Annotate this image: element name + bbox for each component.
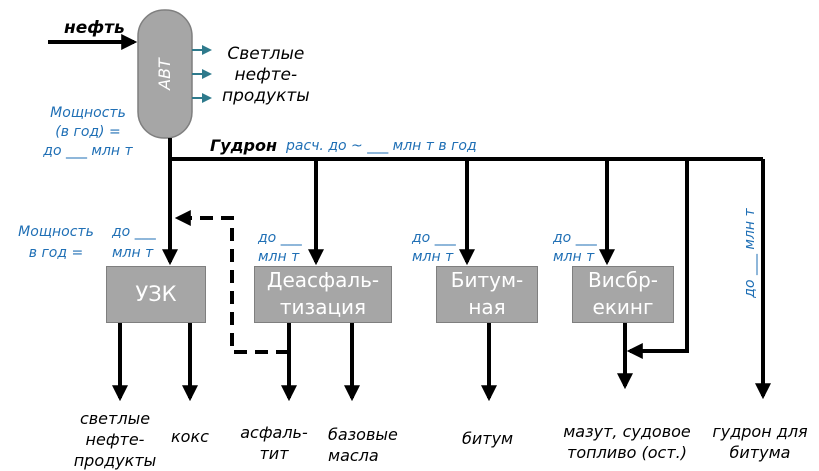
light-products-line-2: нефте- bbox=[234, 65, 298, 85]
light-products-label: Светлые нефте- продукты bbox=[222, 44, 310, 107]
output-light-products: светлые нефте- продукты bbox=[60, 408, 170, 471]
avt-capacity-line-1: Мощность bbox=[50, 105, 126, 121]
bitumen-capacity: до ___ млн т bbox=[412, 229, 456, 267]
visbreaking-capacity: до ___ млн т bbox=[553, 229, 597, 267]
unit-deasphalting: Деасфаль- тизация bbox=[254, 266, 392, 323]
output-light-products-3: продукты bbox=[73, 451, 157, 470]
output-bitumen: битум bbox=[462, 429, 514, 448]
output-gudron-for-bitumen-2: битума bbox=[729, 443, 791, 462]
output-asphaltite: асфаль- тит bbox=[232, 422, 316, 464]
uzk-capacity-left-1: Мощность bbox=[18, 224, 94, 240]
output-asphaltite-1: асфаль- bbox=[240, 423, 308, 442]
output-fuel-oil-1: мазут, судовое bbox=[563, 422, 691, 441]
unit-bitumen-line-2: ная bbox=[468, 295, 506, 319]
uzk-capacity-left: Мощность в год = bbox=[8, 222, 104, 264]
uzk-capacity-right-2: млн т bbox=[112, 245, 154, 261]
asphaltite-recycle-dashed bbox=[174, 210, 289, 354]
output-asphaltite-2: тит bbox=[259, 444, 289, 463]
unit-bitumen: Битум- ная bbox=[436, 266, 538, 323]
unit-uzk-label: УЗК bbox=[135, 282, 177, 306]
deasph-capacity-1: до ___ bbox=[258, 230, 302, 246]
light-products-line-1: Светлые bbox=[227, 44, 305, 64]
uzk-capacity-right: до ___ млн т bbox=[112, 222, 156, 264]
unit-bitumen-line-1: Битум- bbox=[450, 268, 524, 292]
output-coke: кокс bbox=[171, 427, 209, 446]
uzk-capacity-right-1: до ___ bbox=[112, 224, 156, 240]
output-fuel-oil: мазут, судовое топливо (ост.) bbox=[552, 421, 702, 463]
light-products-line-3: продукты bbox=[222, 86, 310, 106]
unit-visbreaking: Висбр- екинг bbox=[572, 266, 674, 323]
output-base-oils: базовые масла bbox=[328, 424, 398, 466]
unit-visbreaking-line-1: Висбр- bbox=[588, 268, 658, 292]
output-light-products-1: светлые bbox=[79, 409, 151, 428]
avt-label: АВТ bbox=[155, 58, 174, 90]
direct-gudron-capacity: до ___ млн т bbox=[742, 208, 758, 298]
gudron-note: расч. до ~ ___ млн т в год bbox=[286, 138, 477, 154]
uzk-capacity-left-2: в год = bbox=[28, 245, 84, 261]
avt-capacity-line-3: до ___ млн т bbox=[43, 143, 133, 159]
avt-capacity-label: Мощность (в год) = до ___ млн т bbox=[40, 104, 136, 161]
output-fuel-oil-2: топливо (ост.) bbox=[567, 443, 687, 462]
unit-visbreaking-line-2: екинг bbox=[592, 295, 654, 319]
bitumen-capacity-1: до ___ bbox=[412, 230, 456, 246]
feed-label: нефть bbox=[64, 18, 125, 38]
gudron-to-visbreaking-side bbox=[626, 159, 689, 359]
unit-deasphalting-line-1: Деасфаль- bbox=[266, 268, 380, 292]
output-gudron-for-bitumen-1: гудрон для bbox=[712, 422, 808, 441]
visbreaking-capacity-2: млн т bbox=[553, 249, 595, 265]
avt-capacity-line-2: (в год) = bbox=[55, 124, 121, 140]
unit-deasphalting-line-2: тизация bbox=[279, 295, 367, 319]
deasph-capacity-2: млн т bbox=[258, 249, 300, 265]
visbreaking-capacity-1: до ___ bbox=[553, 230, 597, 246]
bitumen-capacity-2: млн т bbox=[412, 249, 454, 265]
gudron-label: Гудрон bbox=[210, 136, 278, 155]
output-light-products-2: нефте- bbox=[85, 430, 145, 449]
unit-uzk: УЗК bbox=[106, 266, 206, 323]
output-gudron-for-bitumen: гудрон для битума bbox=[705, 421, 815, 463]
deasph-capacity: до ___ млн т bbox=[258, 229, 302, 267]
output-base-oils-1: базовые bbox=[328, 425, 398, 444]
output-base-oils-2: масла bbox=[328, 446, 379, 465]
